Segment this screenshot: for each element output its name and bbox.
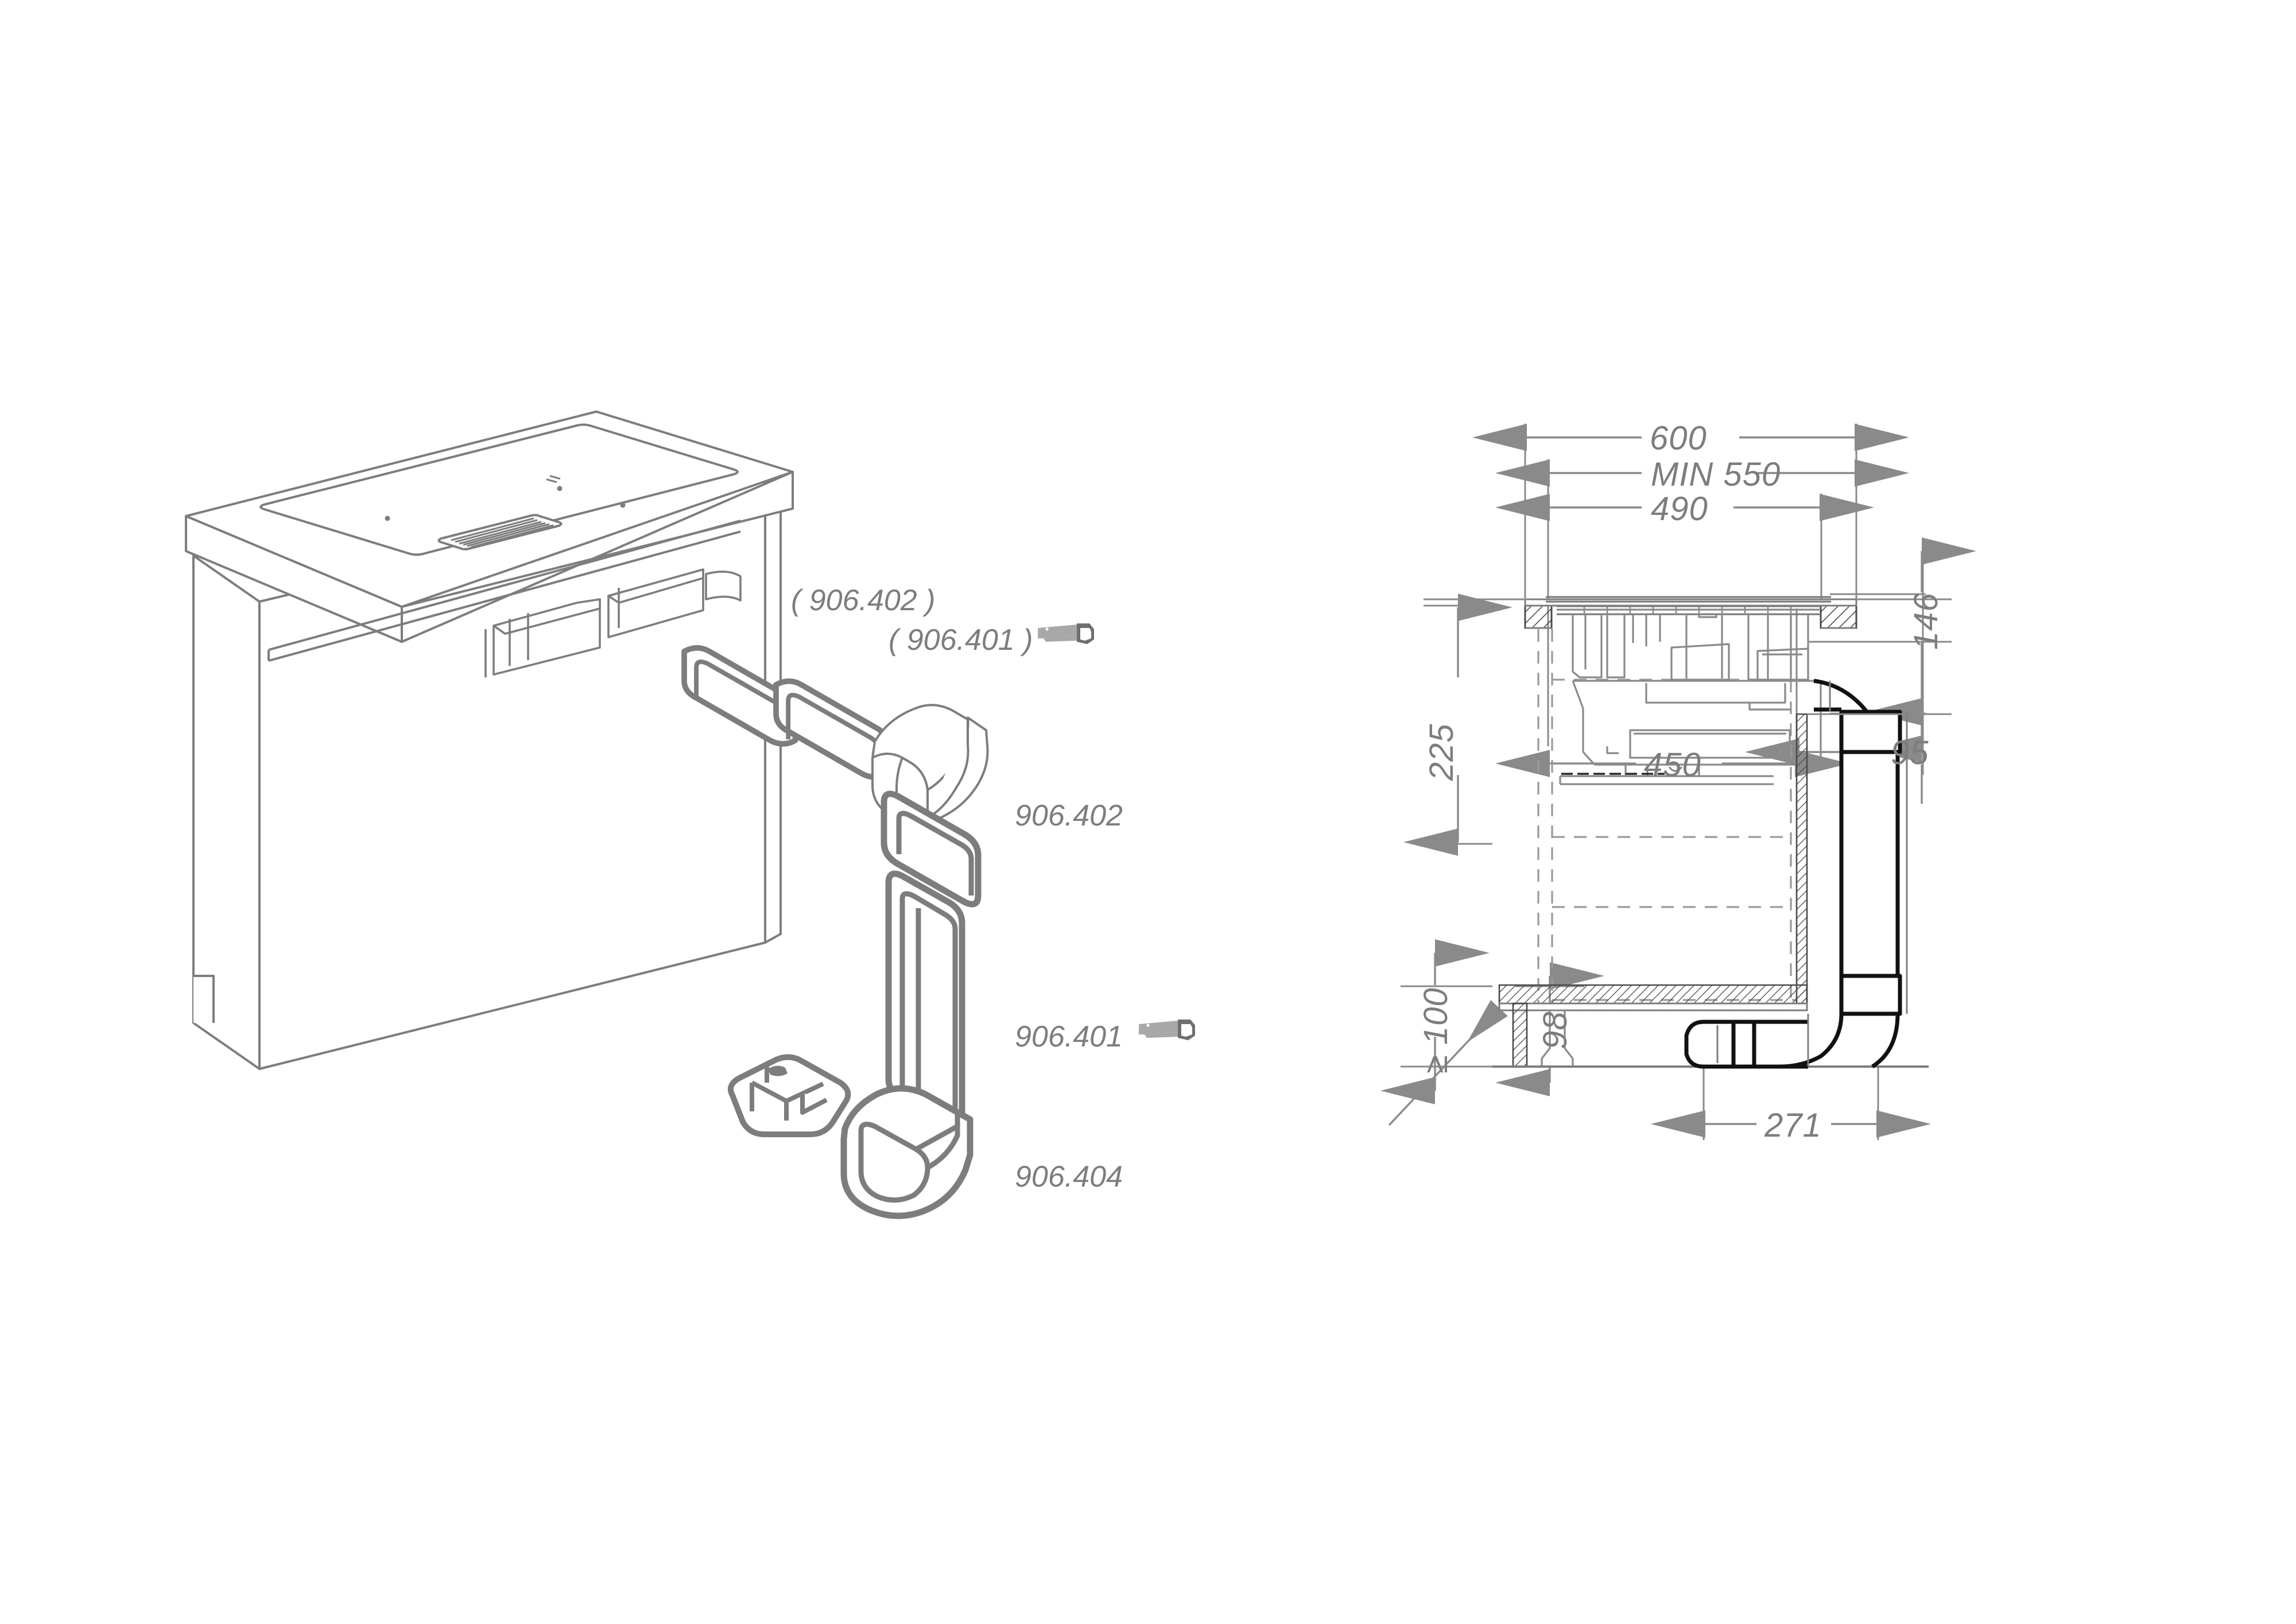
- part-label-906-404: 906.404: [1015, 1160, 1123, 1193]
- dimension-225: 225: [1423, 723, 1460, 781]
- worktop-section: [1524, 598, 1857, 629]
- hob-zone-marks: [385, 486, 626, 542]
- dimension-271: 271: [1764, 1107, 1822, 1144]
- duct-thin-detail: [1716, 681, 1908, 1067]
- hob-control-marks: [546, 475, 561, 483]
- cabinet-base-section: [1498, 984, 1808, 1011]
- hob-underbody: [484, 568, 742, 677]
- duct-part-906-402-top: [684, 648, 796, 744]
- dimension-490: 490: [1651, 490, 1708, 528]
- duct-connector-flange: [728, 1054, 851, 1137]
- part-label-906-401: 906.401: [1015, 1020, 1123, 1053]
- extractor-grille: [437, 514, 563, 551]
- hob-glass-panel: [259, 423, 739, 556]
- base-cabinet: [192, 473, 782, 1070]
- worktop: [185, 410, 794, 643]
- part-label-906-402-optional: ( 906.402 ): [791, 584, 936, 617]
- dimension-98: 98: [1537, 1011, 1574, 1049]
- reference-lines: [1424, 598, 1952, 715]
- part-label-906-401-optional: ( 906.401 ): [889, 623, 1033, 657]
- saw-icon: [1038, 623, 1094, 644]
- cabinet-side-wall-section: [1795, 713, 1808, 1011]
- duct-part-906-401: [885, 870, 965, 1130]
- downdraft-duct-section: [1684, 679, 1902, 1069]
- duct-part-906-402: [881, 790, 982, 908]
- hidden-cabinet-lines: [1537, 629, 1797, 1011]
- saw-icon-2: [1139, 1020, 1195, 1040]
- duct-elbow-flat: [871, 704, 989, 825]
- cabinet-rail: [267, 520, 741, 662]
- part-label-906-402: 906.402: [1015, 799, 1123, 832]
- dimension-min-100: ≥ 100: [1417, 987, 1455, 1073]
- dimension-95: 95: [1891, 734, 1929, 772]
- exploded-isometric-group: [185, 410, 989, 1219]
- dimension-146: 146: [1907, 592, 1945, 650]
- hob-glass-section: [1546, 596, 1831, 615]
- dimension-min-550: MIN 550: [1651, 456, 1781, 493]
- plinth-panel-section: [1512, 1002, 1528, 1068]
- dimension-600: 600: [1650, 420, 1707, 457]
- duct-part-906-401-top: [776, 681, 887, 777]
- duct-elbow-906-404: [840, 1085, 974, 1219]
- dimension-450: 450: [1644, 746, 1701, 784]
